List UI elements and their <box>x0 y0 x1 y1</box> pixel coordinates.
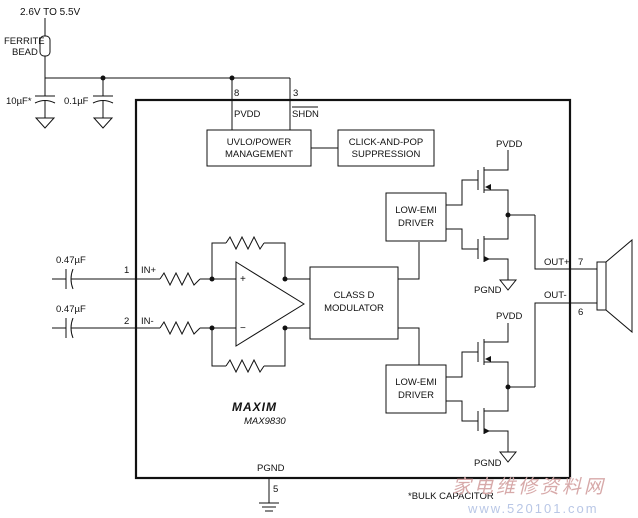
output-bridge-top <box>446 150 535 291</box>
pvdd-rail-top: PVDD <box>496 139 523 150</box>
feedback-resistor-top <box>225 235 265 251</box>
class-d-modulator-block <box>309 266 399 340</box>
pin-inn-label: IN- <box>141 316 154 327</box>
pgnd-rail-top: PGND <box>474 285 502 296</box>
bypass-capacitor-label: 0.1µF <box>64 96 89 107</box>
opamp-minus-label: − <box>240 323 246 334</box>
pgnd-rail-bottom: PGND <box>474 458 502 469</box>
pin-outn-label: OUT- <box>544 290 567 301</box>
pin-inp-label: IN+ <box>141 265 157 276</box>
pvdd-rail-bottom: PVDD <box>496 311 523 322</box>
maxim-logo: MAXIM <box>232 400 277 414</box>
driver-top-label: LOW-EMI <box>395 205 437 216</box>
input-capacitor-positive <box>52 268 136 290</box>
uvlo-label-2: MANAGEMENT <box>225 149 293 160</box>
click-pop-label: CLICK-AND-POP <box>349 137 423 148</box>
ferrite-bead-label: FERRITE <box>4 36 45 47</box>
uvlo-power-block <box>206 129 312 167</box>
pin-5-number: 5 <box>273 484 278 495</box>
click-pop-label-2: SUPPRESSION <box>352 149 421 160</box>
input-resistor-positive <box>159 271 201 287</box>
pin-pvdd-label: PVDD <box>234 109 261 120</box>
watermark-chinese: 家电维修资料网 <box>452 476 606 498</box>
watermark-url: www.520101.com <box>467 501 599 516</box>
chip-outline <box>134 98 572 480</box>
pin-2-number: 2 <box>124 316 129 327</box>
pin-1-number: 1 <box>124 265 129 276</box>
input-resistor-negative <box>159 320 201 336</box>
pin-outp-label: OUT+ <box>544 257 570 268</box>
class-d-label-2: MODULATOR <box>324 303 384 314</box>
class-d-label: CLASS D <box>334 290 375 301</box>
part-number-label: MAX9830 <box>244 416 286 427</box>
driver-top-label-2: DRIVER <box>398 218 434 229</box>
driver-bottom-label: LOW-EMI <box>395 377 437 388</box>
opamp-plus-label: + <box>240 274 246 285</box>
input-cap-positive-label: 0.47µF <box>56 255 86 266</box>
pin-6-number: 6 <box>578 307 583 318</box>
pin-7-number: 7 <box>578 257 583 268</box>
supply-voltage-label: 2.6V TO 5.5V <box>20 7 81 18</box>
ferrite-bead-label-2: BEAD <box>12 47 38 58</box>
input-cap-negative-label: 0.47µF <box>56 304 86 315</box>
bulk-capacitor-footnote: *BULK CAPACITOR <box>408 491 494 502</box>
bypass-capacitor <box>92 78 114 129</box>
ground-symbol <box>259 502 279 512</box>
low-emi-driver-bottom <box>385 364 447 414</box>
click-pop-block <box>337 129 435 167</box>
differential-opamp <box>235 261 305 347</box>
output-bridge-bottom <box>446 323 535 463</box>
pin-pgnd-label: PGND <box>257 463 285 474</box>
pin-3-number: 3 <box>293 88 298 99</box>
uvlo-label: UVLO/POWER <box>227 137 292 148</box>
bulk-capacitor <box>34 78 56 129</box>
pin-shdn-label: SHDN <box>292 109 319 120</box>
input-capacitor-negative <box>52 317 136 339</box>
low-emi-driver-top <box>385 192 447 242</box>
speaker-icon <box>596 238 633 334</box>
bulk-capacitor-label: 10µF* <box>6 96 32 107</box>
feedback-resistor-bottom <box>225 358 265 374</box>
driver-bottom-label-2: DRIVER <box>398 390 434 401</box>
pin-8-number: 8 <box>234 88 239 99</box>
